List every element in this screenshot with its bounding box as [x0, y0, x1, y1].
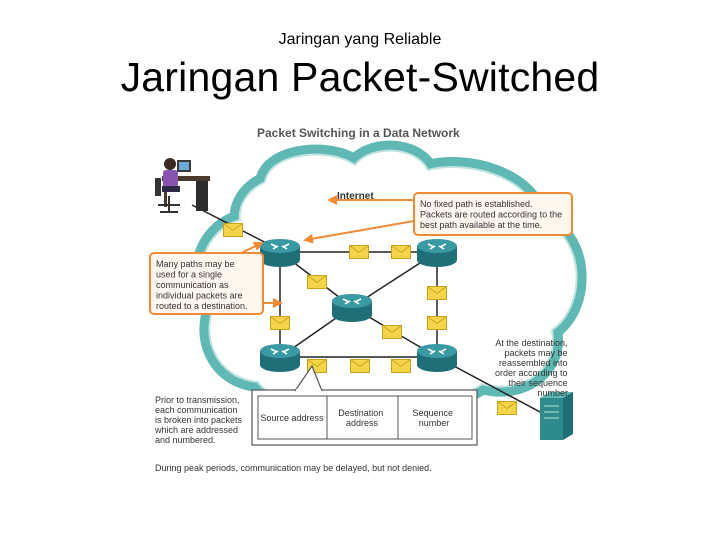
svg-text:No fixed path is established.: No fixed path is established. Packets ar… — [420, 199, 565, 230]
svg-text:Source address: Source address — [260, 413, 324, 423]
server-icon — [540, 392, 573, 440]
packet-icon — [223, 223, 243, 237]
packet-icon — [497, 401, 517, 415]
packet-icon — [382, 325, 402, 339]
router-icon — [260, 238, 300, 267]
field-source-address: Source address — [260, 413, 324, 423]
callout-many-paths: Many paths may be used for a single comm… — [149, 252, 264, 315]
destination-line: packets may be — [504, 348, 567, 358]
prior-line: which are addressed — [154, 425, 238, 435]
slide-title: Jaringan Packet-Switched — [120, 54, 600, 100]
callout-no-fixed-path: No fixed path is established. Packets ar… — [413, 192, 573, 236]
packet-icon — [307, 275, 327, 289]
callout-line: individual packets are — [156, 291, 243, 301]
callout-line: No fixed path is established. — [420, 199, 533, 209]
packet-icon — [349, 245, 369, 259]
field-destination-address: address — [346, 418, 379, 428]
destination-line: order according to — [495, 368, 568, 378]
router-icon — [417, 238, 457, 267]
packet-header-box: Source address Destination address Seque… — [251, 364, 478, 446]
destination-note: At the destination, packets may be reass… — [495, 338, 570, 398]
svg-text:Many paths may be used f: Many paths may be used for a single comm… — [156, 259, 248, 311]
prior-line: each communication — [155, 405, 238, 415]
callout-line: best path available at the time. — [420, 220, 542, 230]
router-icon — [417, 343, 457, 372]
svg-text:Destination address: Destination address — [338, 408, 386, 428]
packet-icon — [350, 359, 370, 373]
user-workstation-icon — [155, 158, 210, 213]
callout-arrow — [303, 220, 415, 244]
callout-line: communication as — [156, 280, 229, 290]
slide-subtitle: Jaringan yang Reliable — [278, 31, 442, 48]
packet-icon — [391, 245, 411, 259]
destination-line: At the destination, — [495, 338, 567, 348]
prior-line: is broken into packets — [155, 415, 243, 425]
prior-line: and numbered. — [155, 435, 216, 445]
prior-line: Prior to transmission, — [155, 395, 240, 405]
destination-line: their sequence — [508, 378, 567, 388]
packet-icon — [270, 316, 290, 330]
field-sequence-number: Sequence — [412, 408, 453, 418]
packet-icon — [391, 359, 411, 373]
packet-icon — [427, 316, 447, 330]
footer-note: During peak periods, communication may b… — [155, 463, 432, 473]
field-sequence-number: number — [419, 418, 450, 428]
packet-icon — [427, 286, 447, 300]
svg-text:Sequence number: Sequence number — [412, 408, 455, 428]
callout-line: routed to a destination. — [156, 301, 248, 311]
callout-line: used for a single — [156, 270, 222, 280]
callout-line: Packets are routed according to the — [420, 210, 562, 220]
cloud-label: Internet — [337, 191, 374, 202]
callout-arrow — [240, 241, 264, 254]
field-destination-address: Destination — [338, 408, 383, 418]
router-icon — [260, 343, 300, 372]
diagram-title: Packet Switching in a Data Network — [257, 126, 460, 140]
destination-line: number. — [537, 388, 570, 398]
router-icon — [332, 293, 372, 322]
callout-line: Many paths may be — [156, 259, 235, 269]
prior-note: Prior to transmission, each communicatio… — [154, 395, 245, 445]
destination-line: reassembled into — [499, 358, 568, 368]
